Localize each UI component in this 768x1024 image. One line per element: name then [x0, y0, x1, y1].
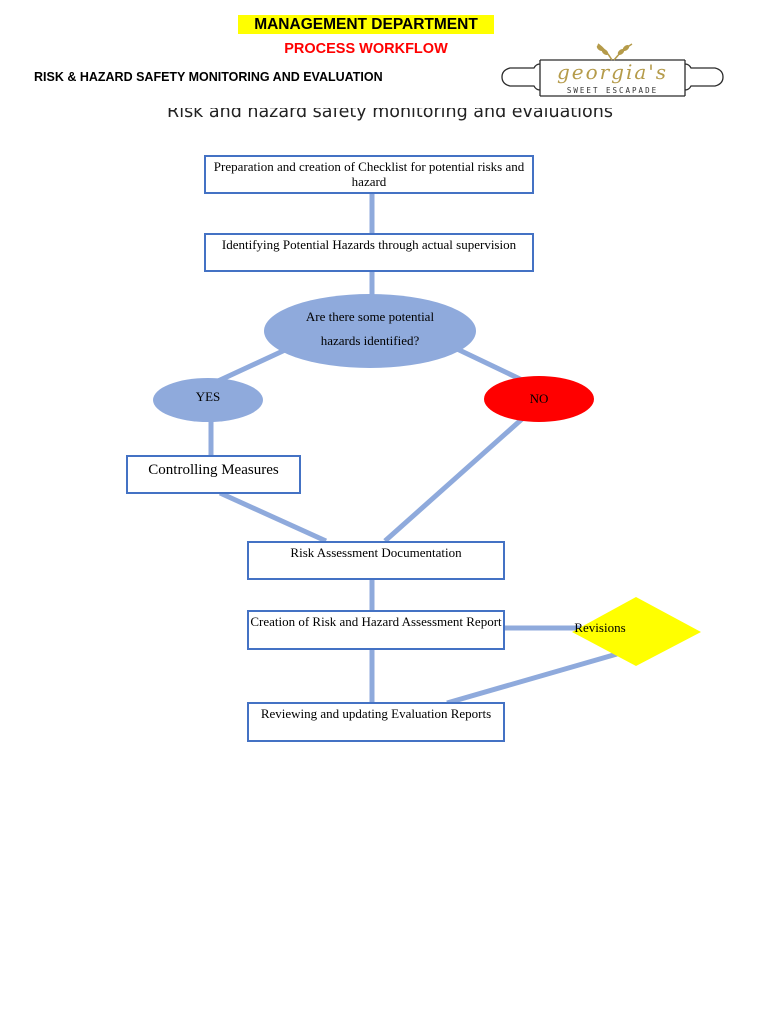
report-box: Creation of Risk and Hazard Assessment R…: [247, 610, 505, 650]
documentation-box: Risk Assessment Documentation: [247, 541, 505, 580]
yes-ellipse: YES: [153, 378, 263, 422]
logo-tagline: SWEET ESCAPADE: [566, 86, 659, 95]
review-text: Reviewing and updating Evaluation Report…: [260, 706, 492, 721]
rolling-pin-logo: [501, 43, 724, 97]
diagram-subtitle: Risk and hazard safety monitoring and ev…: [167, 102, 613, 122]
review-box: Reviewing and updating Evaluation Report…: [247, 702, 505, 742]
documentation-text: Risk Assessment Documentation: [290, 545, 462, 560]
no-label: NO: [529, 391, 549, 406]
controls-text: Controlling Measures: [148, 462, 279, 478]
revisions-label: Revisions: [574, 620, 626, 635]
connector-question-no: [453, 345, 524, 383]
revisions-diamond: [572, 597, 701, 666]
logo-script-text: georgia's: [556, 60, 669, 84]
yes-label: YES: [195, 389, 221, 404]
section-title: RISK & HAZARD SAFETY MONITORING AND EVAL…: [34, 70, 383, 84]
controls-box: Controlling Measures: [126, 455, 301, 494]
report-text: Creation of Risk and Hazard Assessment R…: [250, 614, 502, 629]
connector-controls-documentation: [218, 490, 328, 544]
decision-hazards-ellipse: Are there some potential hazards identif…: [264, 294, 476, 368]
step-checklist-text: Preparation and creation of Checklist fo…: [213, 159, 525, 189]
decision-hazards-text: Are there some potential hazards identif…: [305, 309, 435, 348]
step-checklist-box: Preparation and creation of Checklist fo…: [204, 155, 534, 194]
step-identify-text: Identifying Potential Hazards through ac…: [221, 237, 517, 252]
department-title: MANAGEMENT DEPARTMENT: [238, 15, 494, 34]
connector-question-yes: [216, 347, 287, 384]
workflow-title: PROCESS WORKFLOW: [284, 41, 448, 57]
no-ellipse: NO: [484, 376, 594, 422]
company-logo: georgia's SWEET ESCAPADE: [500, 40, 725, 102]
connector-no-documentation: [383, 417, 524, 543]
step-identify-box: Identifying Potential Hazards through ac…: [204, 233, 534, 272]
connector-revisions-review: [446, 651, 618, 706]
